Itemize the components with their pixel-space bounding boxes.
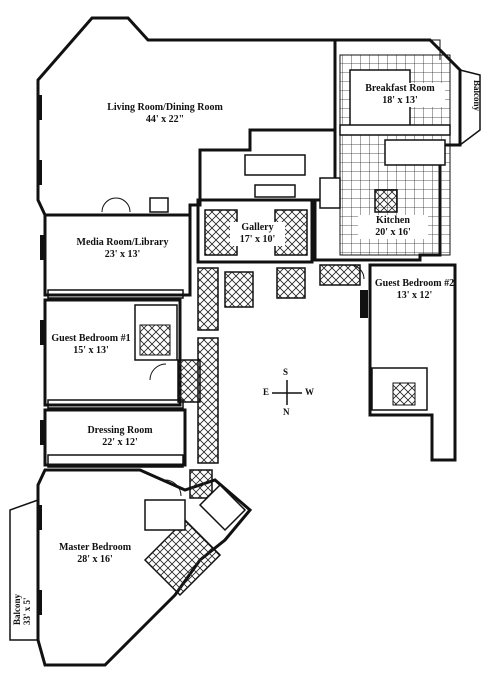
master-bath-tile (143, 518, 222, 597)
east-balcony-label: Balcony (472, 80, 482, 112)
guest-bedroom-2-label: Guest Bedroom #2 13' x 12' (374, 278, 455, 301)
living-room-label: Living Room/Dining Room 44' x 22" (107, 102, 223, 125)
compass-e: E (263, 387, 270, 397)
gallery-label: Gallery 17' x 10' (230, 222, 285, 246)
guest-bedroom-1-label: Guest Bedroom #1 15' x 13' (51, 333, 131, 356)
compass-rose (272, 380, 302, 405)
media-room-label: Media Room/Library 23' x 13' (76, 237, 169, 260)
guest-bedroom-1-walls (43, 298, 182, 407)
dressing-room-walls (43, 408, 187, 467)
compass-s: S (283, 367, 289, 377)
west-balcony-label: Balcony 33' x 5' (12, 593, 32, 625)
guest-bedroom-2-walls (368, 263, 457, 462)
media-room-walls (43, 213, 192, 297)
west-balcony-outline (9, 499, 39, 641)
compass-n: N (283, 407, 290, 417)
dressing-room-label: Dressing Room 22' x 12' (87, 425, 153, 448)
kitchen-label: Kitchen 20' x 16' (358, 215, 428, 239)
gallery-walls (196, 198, 314, 264)
master-bedroom-label: Master Bedroom 28' x 16' (58, 542, 132, 565)
compass-w: W (305, 387, 314, 397)
breakfast-room-label: Breakfast Room 18' x 13' (355, 83, 445, 107)
east-balcony-outline (459, 69, 481, 146)
